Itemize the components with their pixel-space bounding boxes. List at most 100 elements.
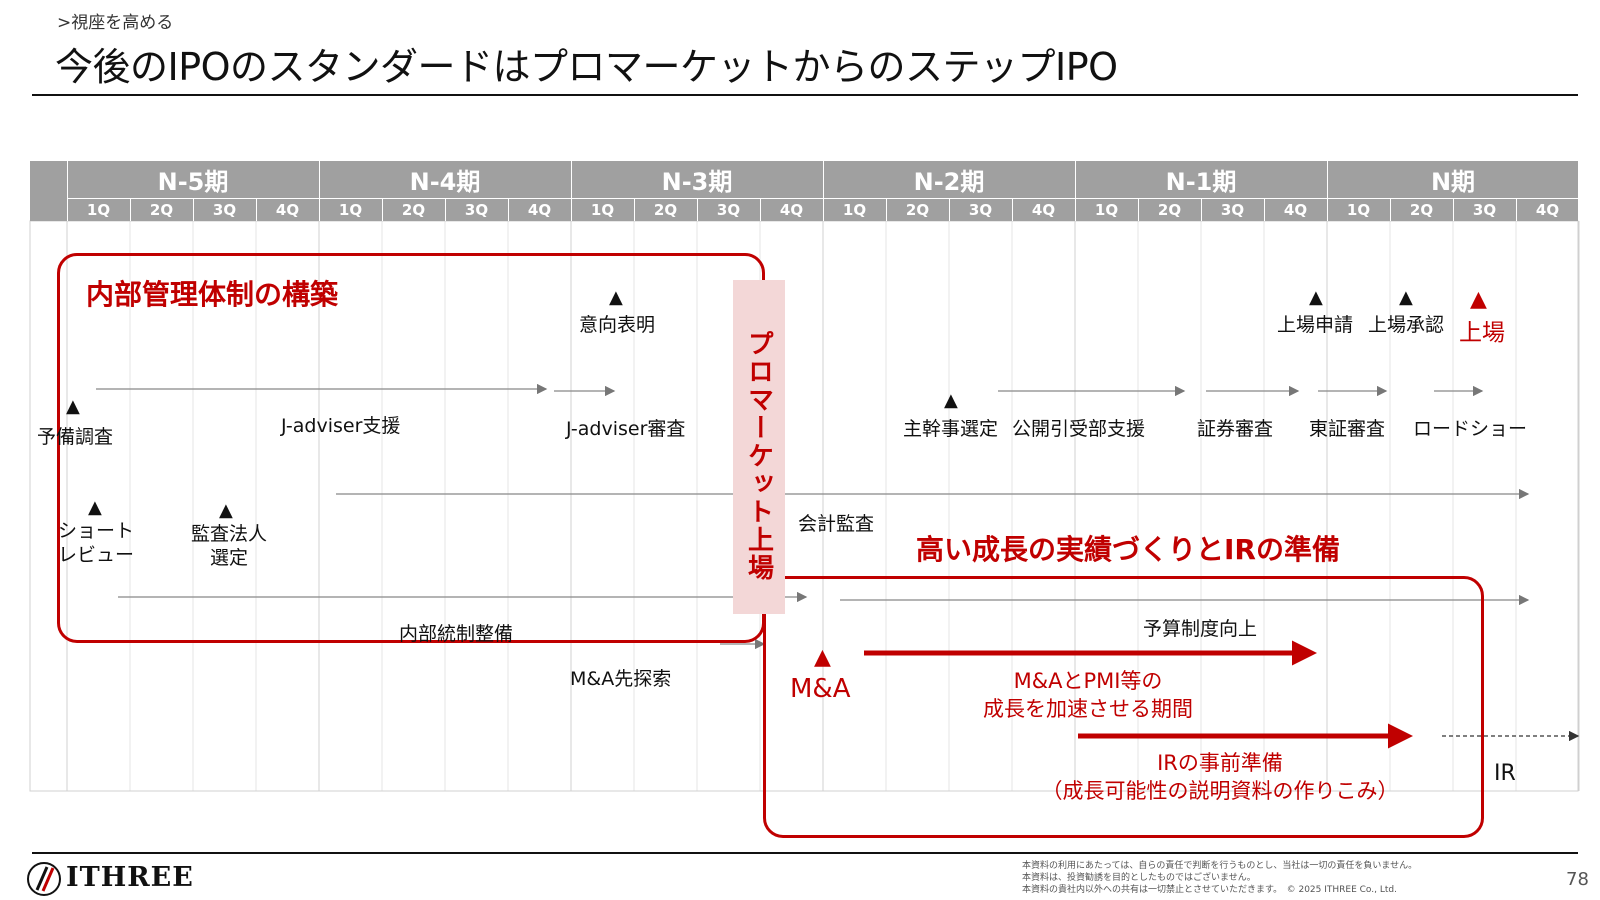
triangle-marker: ▲ [1399,287,1413,308]
header-separator [67,161,68,221]
header-separator [1516,199,1517,221]
quarter-header: 3Q [968,201,993,219]
header-separator [382,199,383,221]
quarter-header: 4Q [1031,201,1056,219]
header-separator [1012,199,1013,221]
triangle-marker-red: ▲ [814,645,831,670]
ithree-logo-icon [27,862,61,896]
quarter-header: 3Q [212,201,237,219]
triangle-marker: ▲ [944,390,958,411]
timeline-frame [29,220,1579,792]
quarter-header: 2Q [653,201,678,219]
quarter-header: 4Q [1535,201,1560,219]
header-row-separator [67,198,1578,199]
breadcrumb: >視座を高める [57,13,174,33]
triangle-marker-red: ▲ [1470,287,1487,312]
header-separator [1453,199,1454,221]
growth-ir-box [763,576,1484,838]
header-separator [1264,199,1265,221]
triangle-marker: ▲ [88,497,102,518]
milestone-ma: M&A [790,674,851,704]
header-separator [130,199,131,221]
header-separator [256,199,257,221]
quarter-header: 4Q [1283,201,1308,219]
growth-ir-title: 高い成長の実績づくりとIRの準備 [916,533,1340,566]
period-header: N-1期 [1165,167,1237,196]
quarter-header: 4Q [275,201,300,219]
activity-internal-control: 内部統制整備 [399,623,514,645]
header-separator [1390,199,1391,221]
activity-ir: IR [1494,761,1516,786]
header-separator [445,199,446,221]
quarter-header: 2Q [905,201,930,219]
header-separator [1579,161,1580,221]
header-separator [634,199,635,221]
quarter-header: 1Q [1094,201,1119,219]
header-separator [319,161,320,221]
period-header: N-5期 [157,167,229,196]
triangle-marker: ▲ [66,396,80,417]
period-header: N-2期 [913,167,985,196]
milestone-audit-firm: 監査法人選定 [190,523,267,569]
activity-roadshow: ロードショー [1413,418,1528,440]
milestone-jojo-shinsei: 上場申請 [1277,314,1354,336]
internal-mgmt-title: 内部管理体制の構築 [86,278,339,311]
milestone-ikou-hyoumei: 意向表明 [579,314,656,336]
milestone-yobi-chousa: 予備調査 [37,426,114,448]
quarter-header: 1Q [842,201,867,219]
triangle-marker: ▲ [1309,287,1323,308]
activity-public-support: 公開引受部支援 [1012,418,1146,440]
header-separator [1075,161,1076,221]
period-header: N-3期 [661,167,733,196]
header-separator [1201,199,1202,221]
header-separator [571,161,572,221]
header-separator [193,199,194,221]
activity-tosho-review: 東証審査 [1309,418,1386,440]
timeline-header [30,161,1578,221]
quarter-header: 1Q [1346,201,1371,219]
activity-budget: 予算制度向上 [1143,618,1258,640]
quarter-header: 4Q [527,201,552,219]
quarter-header: 4Q [779,201,804,219]
header-separator [949,199,950,221]
header-separator [1138,199,1139,221]
activity-ma-pmi: M&AとPMI等の成長を加速させる期間 [983,669,1193,721]
milestone-jojo: 上場 [1459,320,1505,346]
activity-ir-prep: IRの事前準備（成長可能性の説明資料の作りこみ） [1041,751,1399,803]
quarter-header: 1Q [590,201,615,219]
header-separator [1327,161,1328,221]
pro-market-label: プロマーケット上場 [743,330,774,582]
title-divider [32,94,1578,96]
quarter-header: 2Q [1157,201,1182,219]
milestone-short-review: ショートレビュー [57,520,134,566]
pro-market-banner: プロマーケット上場 [733,280,785,614]
footer-divider [32,852,1578,854]
page-title: 今後のIPOのスタンダードはプロマーケットからのステップIPO [55,45,1118,89]
quarter-header: 2Q [149,201,174,219]
header-separator [886,199,887,221]
triangle-marker: ▲ [219,500,233,521]
activity-shoken-review: 証券審査 [1197,418,1274,440]
activity-jadviser-support: J-adviser支援 [281,415,401,437]
header-separator [760,199,761,221]
milestone-jojo-shounin: 上場承認 [1368,314,1445,336]
brand-logo: ITHREE [66,862,194,893]
header-separator [823,161,824,221]
quarter-header: 3Q [716,201,741,219]
quarter-header: 3Q [1472,201,1497,219]
quarter-header: 1Q [338,201,363,219]
quarter-header: 1Q [86,201,111,219]
header-separator [697,199,698,221]
milestone-shukanji: 主幹事選定 [903,418,999,440]
quarter-gridlines [66,221,1580,791]
period-header: N期 [1430,167,1476,196]
period-header: N-4期 [409,167,481,196]
page-number: 78 [1566,869,1589,890]
activity-audit: 会計監査 [798,513,875,535]
activity-ma-search: M&A先探索 [570,668,672,690]
quarter-header: 3Q [464,201,489,219]
header-separator [508,199,509,221]
quarter-header: 3Q [1220,201,1245,219]
quarter-header: 2Q [1409,201,1434,219]
